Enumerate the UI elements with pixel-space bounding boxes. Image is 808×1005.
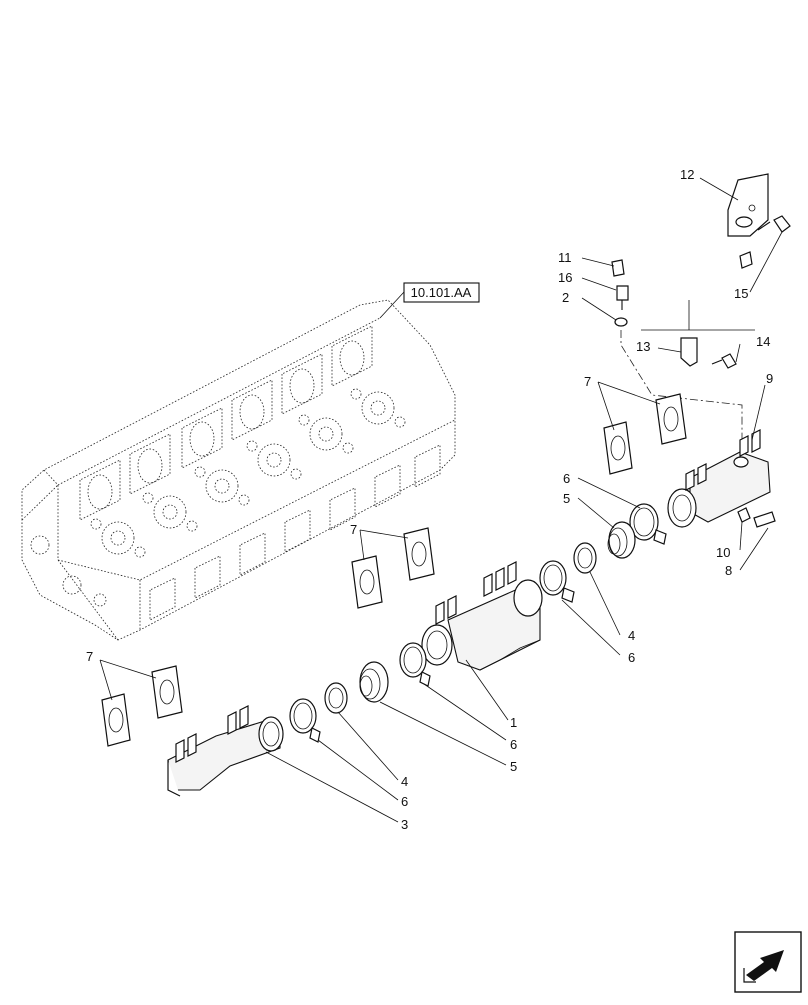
next-page-arrow-icon[interactable]: [734, 931, 802, 993]
screw-8-nut-10: [737, 507, 776, 528]
callout-1: 1: [510, 715, 517, 730]
head-ports: [79, 325, 373, 521]
clamp-6-b: [539, 560, 575, 603]
callout-7-upper: 7: [584, 374, 591, 389]
callout-2: 2: [562, 290, 569, 305]
bellows-5-a: [607, 521, 636, 559]
callout-13: 13: [636, 339, 650, 354]
callout-4-upper: 4: [628, 628, 635, 643]
screw-14: [711, 353, 737, 369]
reference-tag[interactable]: 10.101.AA: [379, 282, 480, 319]
reference-label: 10.101.AA: [411, 285, 472, 300]
sleeve-4-b: [324, 682, 348, 714]
callout-5-upper: 5: [563, 491, 570, 506]
manifold-end-3: [167, 705, 284, 797]
cylinder-head-reference: [21, 299, 456, 641]
callout-6-middle-right: 6: [628, 650, 635, 665]
callout-7-lower: 7: [86, 649, 93, 664]
washer-2: [614, 317, 628, 327]
callout-6-middle: 6: [510, 737, 517, 752]
callouts: 12 11 16 2 15 13 14 7 9 6 5 10 8 7 4 6 7…: [86, 167, 773, 832]
callout-4-lower: 4: [401, 774, 408, 789]
manifold-1: [421, 561, 543, 671]
fitting-16: [616, 285, 629, 310]
callout-5-lower: 5: [510, 759, 517, 774]
callout-6-lower: 6: [401, 794, 408, 809]
gaskets-7-lower: [101, 665, 183, 747]
bolt-15: [757, 215, 791, 233]
callout-7-middle: 7: [350, 522, 357, 537]
manifold-end-9: [667, 429, 771, 528]
callout-14: 14: [756, 334, 770, 349]
callout-3: 3: [401, 817, 408, 832]
clamp-6-c: [399, 642, 431, 687]
sleeve-4-a: [573, 542, 597, 574]
callout-12: 12: [680, 167, 694, 182]
callout-10: 10: [716, 545, 730, 560]
valve-seats: [90, 388, 406, 558]
callout-9: 9: [766, 371, 773, 386]
gaskets-7-upper: [603, 393, 687, 475]
callout-11: 11: [558, 250, 572, 265]
callout-15: 15: [734, 286, 748, 301]
head-side-face: [30, 444, 441, 621]
tube-11: [611, 251, 753, 294]
gaskets-7-middle: [351, 527, 435, 609]
bracket-12: [727, 173, 769, 237]
bellows-5-b: [359, 661, 389, 703]
callout-16: 16: [558, 270, 572, 285]
callout-8: 8: [725, 563, 732, 578]
clamp-6-a: [629, 503, 667, 545]
callout-6-upper: 6: [563, 471, 570, 486]
clamp-6-d: [289, 698, 321, 743]
clip-13: [680, 337, 698, 367]
leader-lines: [99, 177, 783, 823]
